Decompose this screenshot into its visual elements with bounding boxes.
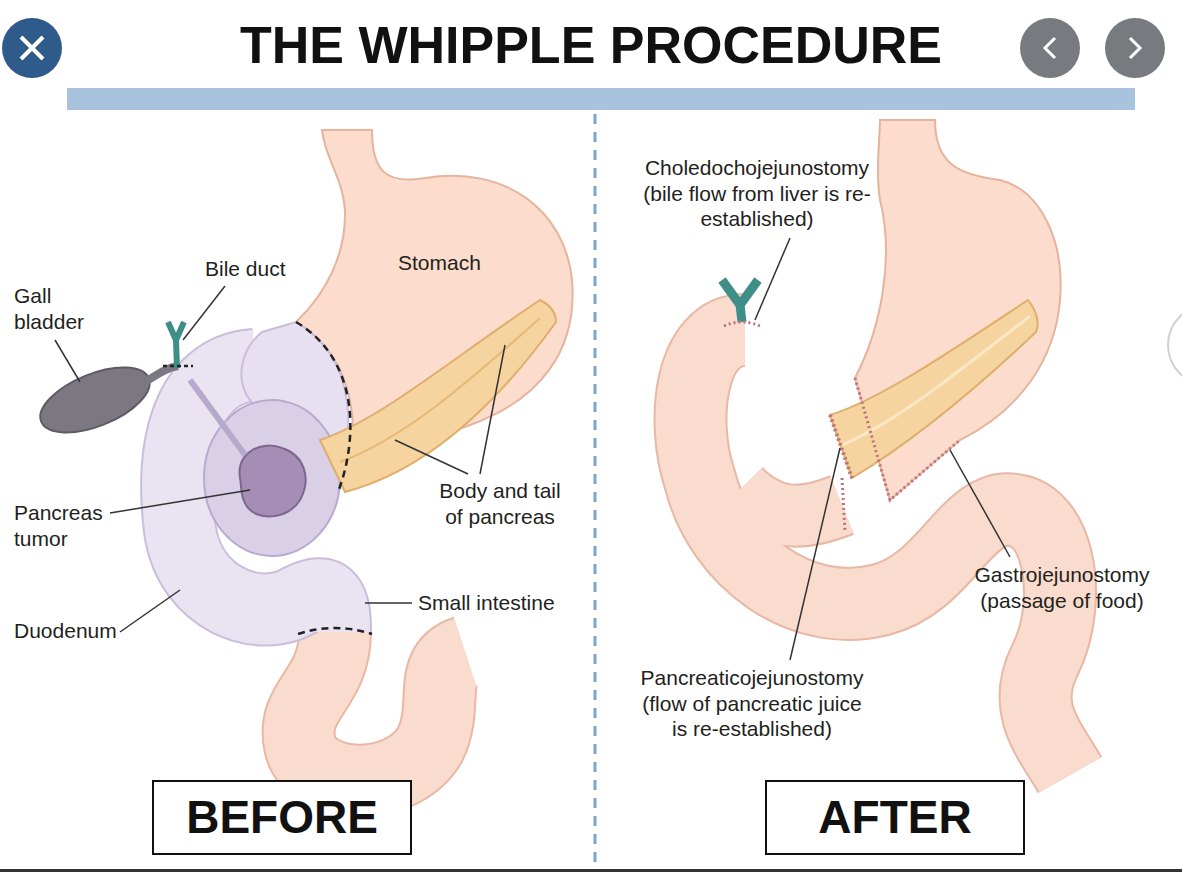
cut-line bbox=[296, 322, 350, 492]
leader-line bbox=[790, 448, 840, 660]
small-intestine bbox=[299, 632, 465, 781]
next-icon bbox=[1130, 38, 1140, 58]
pancreas-body bbox=[320, 300, 556, 492]
next-icon bbox=[1105, 18, 1165, 78]
side-icon bbox=[1168, 305, 1182, 385]
close-icon bbox=[2, 18, 62, 78]
part-label: Choledochojejunostomy (bile flow from li… bbox=[637, 155, 877, 232]
bile-duct bbox=[168, 322, 184, 368]
part-label: Body and tail of pancreas bbox=[430, 478, 570, 529]
cystic-duct bbox=[145, 366, 178, 382]
small-intestine bbox=[299, 632, 465, 781]
cut-line bbox=[298, 628, 372, 634]
leader-line bbox=[110, 490, 250, 513]
pancreas-remnant bbox=[830, 300, 1038, 478]
prev-icon bbox=[1020, 18, 1080, 78]
leader-line bbox=[395, 440, 468, 474]
leader-line bbox=[950, 450, 1010, 557]
part-label: Gall bladder bbox=[14, 283, 104, 334]
part-label: Pancreaticojejunostomy (flow of pancreat… bbox=[632, 665, 872, 742]
divider-line bbox=[594, 114, 597, 868]
stage-label: BEFORE bbox=[186, 792, 378, 843]
bottom-rule bbox=[0, 869, 1182, 872]
prev-icon bbox=[1045, 38, 1055, 58]
pancreas-tumor bbox=[240, 446, 306, 517]
leader-line bbox=[755, 238, 790, 320]
leader-line bbox=[480, 345, 505, 474]
bile-duct bbox=[722, 280, 758, 322]
part-label: Duodenum bbox=[14, 618, 117, 644]
part-label: Bile duct bbox=[205, 256, 286, 282]
stage-box: AFTER bbox=[765, 780, 1025, 855]
part-label: Gastrojejunostomy (passage of food) bbox=[957, 562, 1167, 613]
leader-line bbox=[120, 590, 180, 632]
diagram-title: THE WHIPPLE PROCEDURE bbox=[0, 16, 1182, 76]
pancreatic-duct bbox=[842, 316, 1030, 445]
gallbladder bbox=[31, 354, 158, 446]
cut-line bbox=[163, 365, 193, 368]
header-bar bbox=[67, 88, 1135, 110]
leader-line bbox=[55, 340, 80, 382]
close-icon bbox=[21, 37, 43, 59]
bile-duct-lower bbox=[190, 380, 245, 455]
part-label: Small intestine bbox=[418, 590, 555, 616]
gastrojejunostomy-seam bbox=[855, 378, 960, 500]
leader-line bbox=[365, 602, 412, 604]
stage-label: AFTER bbox=[818, 792, 971, 843]
pancreatic-duct bbox=[340, 318, 540, 462]
leader-lines bbox=[55, 238, 1010, 660]
part-label: Stomach bbox=[398, 250, 481, 276]
leader-line bbox=[183, 286, 225, 340]
choledochojejunostomy-seam bbox=[724, 322, 760, 326]
stage-box: BEFORE bbox=[152, 780, 412, 855]
pancreaticojejunostomy-seam bbox=[830, 415, 852, 478]
jejunal-end-seam bbox=[842, 478, 845, 532]
part-label: Pancreas tumor bbox=[14, 500, 124, 551]
